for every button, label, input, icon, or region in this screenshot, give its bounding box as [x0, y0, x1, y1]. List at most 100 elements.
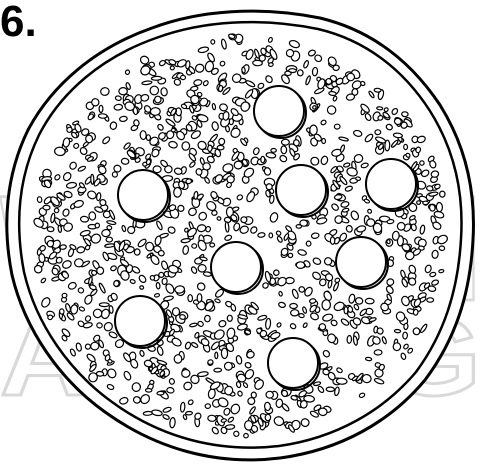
cheese-bubble	[355, 177, 360, 181]
cheese-bubble	[297, 70, 303, 76]
cheese-bubble	[336, 378, 347, 385]
cheese-bubble	[182, 142, 190, 151]
cheese-bubble	[121, 158, 129, 165]
cheese-bubble	[423, 201, 429, 205]
cheese-bubble	[198, 264, 207, 272]
cheese-bubble	[211, 210, 217, 216]
cheese-bubble	[143, 411, 152, 415]
cheese-bubble	[195, 168, 202, 176]
cheese-bubble	[296, 225, 301, 229]
cheese-bubble	[334, 194, 342, 200]
cheese-bubble	[140, 131, 146, 140]
cheese-bubble	[333, 65, 339, 71]
cheese-bubble	[112, 171, 118, 177]
cheese-bubble	[392, 231, 400, 241]
cheese-bubble	[306, 241, 311, 247]
cheese-bubble	[185, 178, 191, 184]
cheese-bubble	[99, 105, 103, 112]
cheese-bubble	[436, 202, 442, 212]
cheese-bubble	[402, 112, 409, 117]
cheese-bubble	[174, 355, 182, 364]
cheese-bubble	[346, 73, 354, 81]
cheese-bubble	[106, 237, 113, 242]
cheese-bubble	[268, 62, 273, 67]
cheese-bubble	[329, 91, 337, 96]
cheese-bubble	[251, 392, 256, 398]
cheese-bubble	[334, 124, 340, 129]
cheese-bubble	[207, 359, 213, 365]
cheese-bubble	[169, 417, 175, 428]
cheese-bubble	[134, 248, 141, 255]
cheese-bubble	[439, 246, 445, 251]
cheese-bubble	[197, 294, 202, 303]
cheese-bubble	[248, 397, 255, 404]
cheese-bubble	[182, 245, 189, 254]
cheese-bubble	[180, 402, 185, 412]
cheese-bubble	[290, 310, 298, 316]
cheese-bubble	[427, 298, 434, 303]
pepperoni-slice	[115, 296, 165, 346]
cheese-bubble	[386, 239, 390, 244]
cheese-bubble	[258, 232, 266, 237]
cheese-bubble	[420, 161, 425, 166]
cheese-bubble	[330, 237, 335, 245]
cheese-bubble	[266, 391, 274, 398]
cheese-bubble	[204, 315, 210, 322]
cheese-bubble	[98, 114, 107, 119]
cheese-bubble	[119, 116, 127, 122]
cheese-bubble	[166, 387, 174, 394]
cheese-bubble	[439, 191, 445, 197]
cheese-bubble	[394, 329, 400, 333]
cheese-bubble	[127, 226, 135, 234]
cheese-bubble	[125, 69, 130, 75]
cheese-bubble	[298, 313, 304, 318]
cheese-bubble	[47, 226, 54, 231]
cheese-bubble	[178, 205, 184, 211]
cheese-bubble	[266, 183, 273, 190]
cheese-bubble	[115, 95, 122, 101]
cheese-bubble	[174, 187, 182, 197]
cheese-bubble	[318, 408, 327, 416]
cheese-bubble	[217, 216, 222, 221]
cheese-bubble	[171, 128, 175, 132]
pepperoni-slice	[254, 86, 304, 136]
cheese-bubble	[300, 400, 308, 408]
cheese-bubble	[311, 232, 319, 239]
cheese-bubble	[439, 269, 445, 273]
cheese-bubble	[151, 76, 162, 80]
cheese-bubble	[185, 411, 192, 415]
cheese-bubble	[150, 107, 160, 115]
cheese-bubble	[264, 402, 271, 411]
cheese-bubble	[99, 303, 109, 307]
cheese-bubble	[417, 201, 421, 205]
pepperoni-slice	[276, 165, 326, 215]
cheese-bubble	[271, 148, 277, 152]
cheese-bubble	[355, 297, 363, 304]
cheese-bubble	[211, 40, 215, 45]
cheese-bubble	[404, 144, 408, 149]
cheese-bubble	[188, 295, 193, 302]
cheese-bubble	[281, 139, 289, 145]
cheese-bubble	[119, 88, 127, 95]
cheese-bubble	[404, 323, 409, 330]
cheese-bubble	[133, 119, 140, 126]
cheese-bubble	[413, 309, 418, 315]
cheese-bubble	[162, 278, 168, 285]
cheese-bubble	[278, 291, 282, 296]
cheese-bubble	[59, 309, 64, 315]
cheese-bubble	[185, 60, 190, 69]
cheese-bubble	[96, 323, 102, 329]
cheese-bubble	[243, 433, 248, 438]
cheese-bubble	[323, 331, 328, 336]
cheese-bubble	[429, 204, 436, 212]
cheese-bubble	[114, 104, 123, 111]
cheese-bubble	[241, 67, 245, 73]
cheese-bubble	[107, 359, 112, 364]
cheese-bubble	[288, 253, 293, 258]
cheese-bubble	[377, 107, 383, 111]
cheese-bubble	[403, 332, 408, 339]
cheese-bubble	[347, 335, 352, 343]
cheese-bubble	[89, 212, 96, 221]
cheese-bubble	[203, 271, 211, 276]
cheese-bubble	[156, 282, 160, 289]
